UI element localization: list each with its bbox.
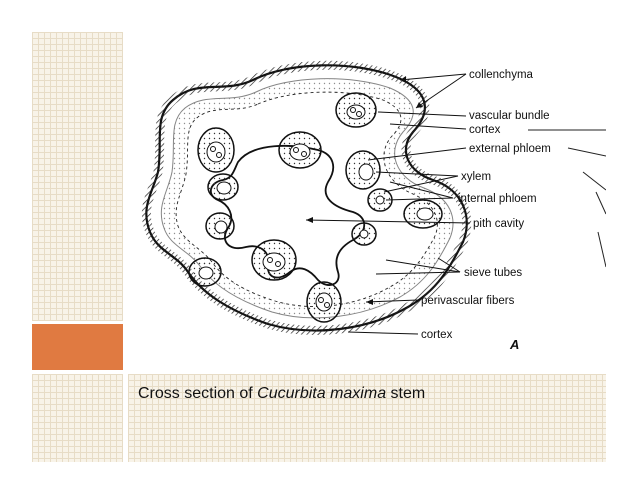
vascular-bundle — [351, 222, 377, 246]
collenchyma-band — [141, 60, 472, 335]
label-sieve-tubes: sieve tubes — [464, 267, 522, 279]
cut-off-lines — [528, 129, 606, 268]
label-vascular-bundle: vascular bundle — [469, 110, 550, 122]
vascular-bundle — [345, 150, 381, 190]
vascular-bundle — [335, 92, 377, 128]
caption-suffix: stem — [386, 385, 426, 402]
figure-letter: A — [509, 337, 519, 352]
caption-band — [128, 374, 606, 462]
label-cortex-top: cortex — [469, 124, 501, 136]
stem-cross-section-diagram: collenchyma vascular bundle cortex exter… — [141, 60, 606, 352]
label-perivascular-fibers: perivascular fibers — [421, 295, 515, 307]
vascular-bundle — [188, 257, 222, 287]
label-cortex-bottom: cortex — [421, 329, 453, 341]
label-xylem: xylem — [461, 171, 491, 183]
arrow-heads — [306, 76, 423, 305]
decorative-orange-tile — [32, 324, 123, 370]
vascular-bundle — [251, 239, 297, 281]
decorative-grid-tile — [32, 374, 123, 462]
pith-cavity — [209, 144, 366, 286]
decorative-grid-tile — [32, 32, 123, 321]
vascular-bundle — [403, 199, 443, 229]
vascular-bundle — [278, 131, 322, 169]
label-external-phloem: external phloem — [469, 143, 551, 155]
vascular-bundle — [306, 281, 342, 323]
label-pith-cavity: pith cavity — [473, 218, 524, 230]
caption-prefix: Cross section of — [138, 385, 258, 402]
vascular-bundle — [207, 173, 239, 201]
label-collenchyma: collenchyma — [469, 69, 534, 81]
vascular-bundle — [197, 127, 235, 173]
leader-lines — [305, 73, 471, 335]
vascular-bundle — [205, 212, 235, 240]
figure-caption: Cross section of Cucurbita maxima stem — [138, 385, 425, 403]
label-internal-phloem: internal phloem — [458, 193, 537, 205]
caption-species: Cucurbita maxima — [257, 385, 387, 402]
